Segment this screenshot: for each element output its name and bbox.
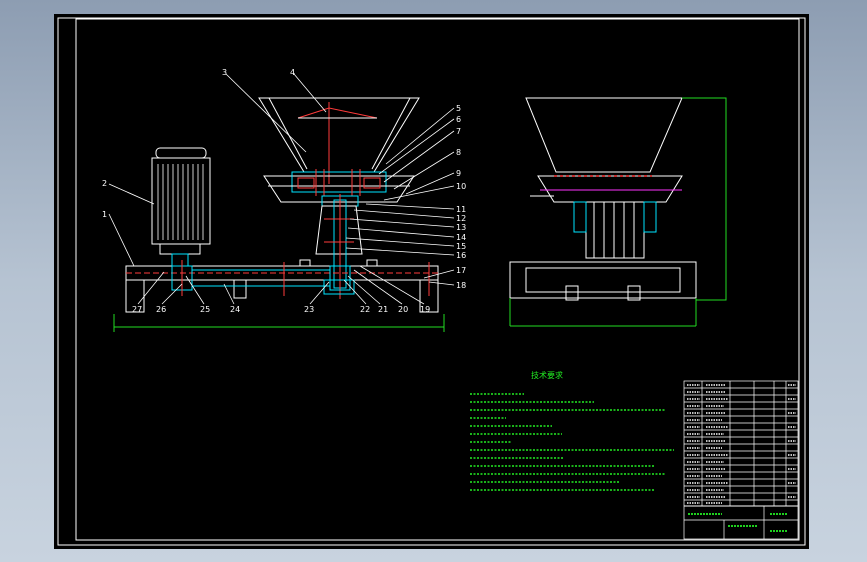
drawing-sheet: 1 2 3 4 5 6 7 8 9 10 11 12 13 14 15 16 1…	[54, 14, 809, 549]
outer-border	[57, 17, 806, 546]
front-view	[125, 97, 439, 313]
callout-13: 13	[456, 223, 466, 232]
title-block	[683, 380, 799, 540]
callout-20: 20	[398, 305, 408, 314]
callout-5: 5	[456, 104, 461, 113]
callout-27: 27	[132, 305, 142, 314]
shaft-housing	[315, 205, 363, 255]
callout-26: 26	[156, 305, 166, 314]
crushing-chamber	[263, 175, 415, 203]
hopper	[258, 97, 420, 173]
title-block-text	[687, 384, 796, 504]
spreader-cone	[297, 107, 378, 119]
motor-body	[151, 157, 211, 245]
callout-10: 10	[456, 182, 466, 191]
callout-21: 21	[378, 305, 388, 314]
callout-18: 18	[456, 281, 466, 290]
callout-8: 8	[456, 148, 461, 157]
callout-7: 7	[456, 127, 461, 136]
callout-labels: 1 2 3 4 5 6 7 8 9 10 11 12 13 14 15 16 1…	[102, 68, 466, 314]
callout-25: 25	[200, 305, 210, 314]
side-hopper	[525, 97, 683, 173]
callout-6: 6	[456, 115, 461, 124]
callout-22: 22	[360, 305, 370, 314]
callout-19: 19	[420, 305, 430, 314]
front-dimension	[113, 314, 445, 332]
callout-23: 23	[304, 305, 314, 314]
title-block-name	[688, 513, 788, 532]
callout-9: 9	[456, 169, 461, 178]
callout-24: 24	[230, 305, 240, 314]
callout-15: 15	[456, 242, 466, 251]
callout-17: 17	[456, 266, 466, 275]
side-base	[509, 261, 697, 299]
tech-requirements-title: 技术要求	[531, 370, 563, 380]
cad-drawing: 1 2 3 4 5 6 7 8 9 10 11 12 13 14 15 16 1…	[57, 17, 806, 546]
callout-1: 1	[102, 210, 107, 219]
tech-requirements-notes	[470, 393, 674, 491]
leader-lines	[108, 73, 455, 305]
callout-11: 11	[456, 205, 466, 214]
callout-16: 16	[456, 251, 466, 260]
callout-14: 14	[456, 233, 466, 242]
callout-12: 12	[456, 214, 466, 223]
callout-2: 2	[102, 179, 107, 188]
side-dimension	[509, 97, 727, 327]
inner-border	[75, 18, 800, 541]
callout-3: 3	[222, 68, 227, 77]
callout-4: 4	[290, 68, 295, 77]
side-view	[509, 97, 697, 301]
